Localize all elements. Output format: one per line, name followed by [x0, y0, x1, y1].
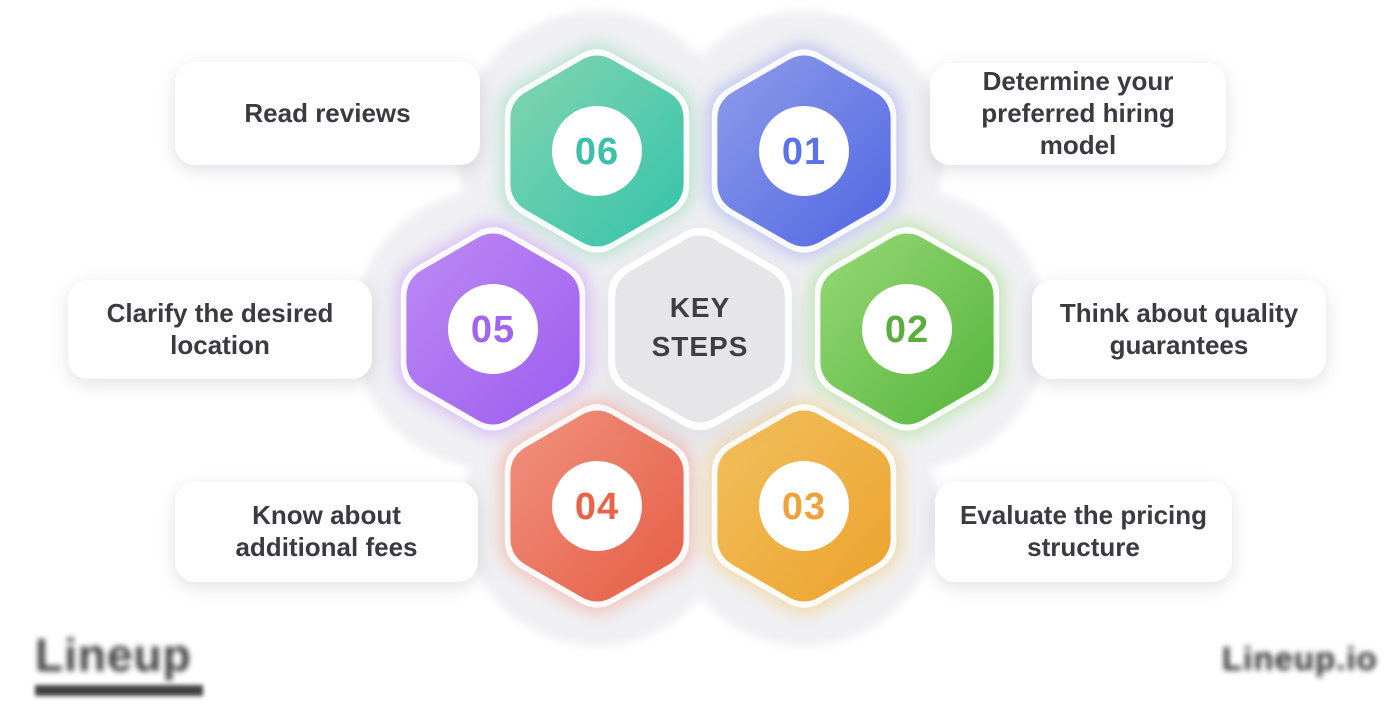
diagram-title: KEY STEPS [600, 288, 800, 366]
step-number: 05 [471, 309, 515, 351]
hexagon-body [615, 235, 785, 423]
left-logo-underline [35, 685, 203, 696]
right-logo: Lineup.io [1222, 640, 1378, 677]
card-step-01-label: Determine your preferred hiring model [981, 66, 1175, 160]
step-number: 01 [782, 131, 826, 173]
number-circle [862, 284, 952, 374]
hexagon-step-05: 05 [395, 221, 591, 437]
hexagon-center [608, 227, 792, 431]
hexagon-step-02: 02 [809, 221, 1005, 437]
diagram-title-line1: KEY [669, 292, 731, 323]
number-circle [759, 106, 849, 196]
left-logo-wordmark: Lineup [35, 629, 192, 681]
card-step-05: Clarify the desired location [68, 280, 372, 379]
number-circle [552, 461, 642, 551]
step-number: 03 [782, 486, 826, 528]
hexagon-step-04: 04 [499, 398, 695, 614]
step-number: 06 [575, 131, 619, 173]
number-circle [759, 461, 849, 551]
card-step-04: Know about additional fees [175, 482, 478, 582]
left-logo: Lineup [35, 628, 203, 696]
card-step-02: Think about quality guarantees [1032, 280, 1326, 379]
diagram-title-line2: STEPS [651, 331, 749, 363]
hexagon-step-01: 01 [706, 43, 902, 259]
number-circle [552, 106, 642, 196]
card-step-01: Determine your preferred hiring model [930, 63, 1226, 165]
card-step-05-label: Clarify the desired location [106, 297, 334, 360]
hexagon-step-03: 03 [706, 398, 902, 614]
hexagon-step-06: 06 [499, 43, 695, 259]
card-step-04-label: Know about additional fees [235, 500, 418, 562]
card-step-02-label: Think about quality guarantees [1059, 297, 1299, 360]
number-circle [448, 284, 538, 374]
card-step-03: Evaluate the pricing structure [935, 482, 1232, 582]
step-number: 02 [885, 309, 929, 351]
step-number: 04 [575, 486, 619, 528]
card-step-03-label: Evaluate the pricing structure [959, 500, 1208, 562]
card-step-06-label: Read reviews [244, 97, 411, 128]
card-step-06: Read reviews [175, 62, 480, 165]
